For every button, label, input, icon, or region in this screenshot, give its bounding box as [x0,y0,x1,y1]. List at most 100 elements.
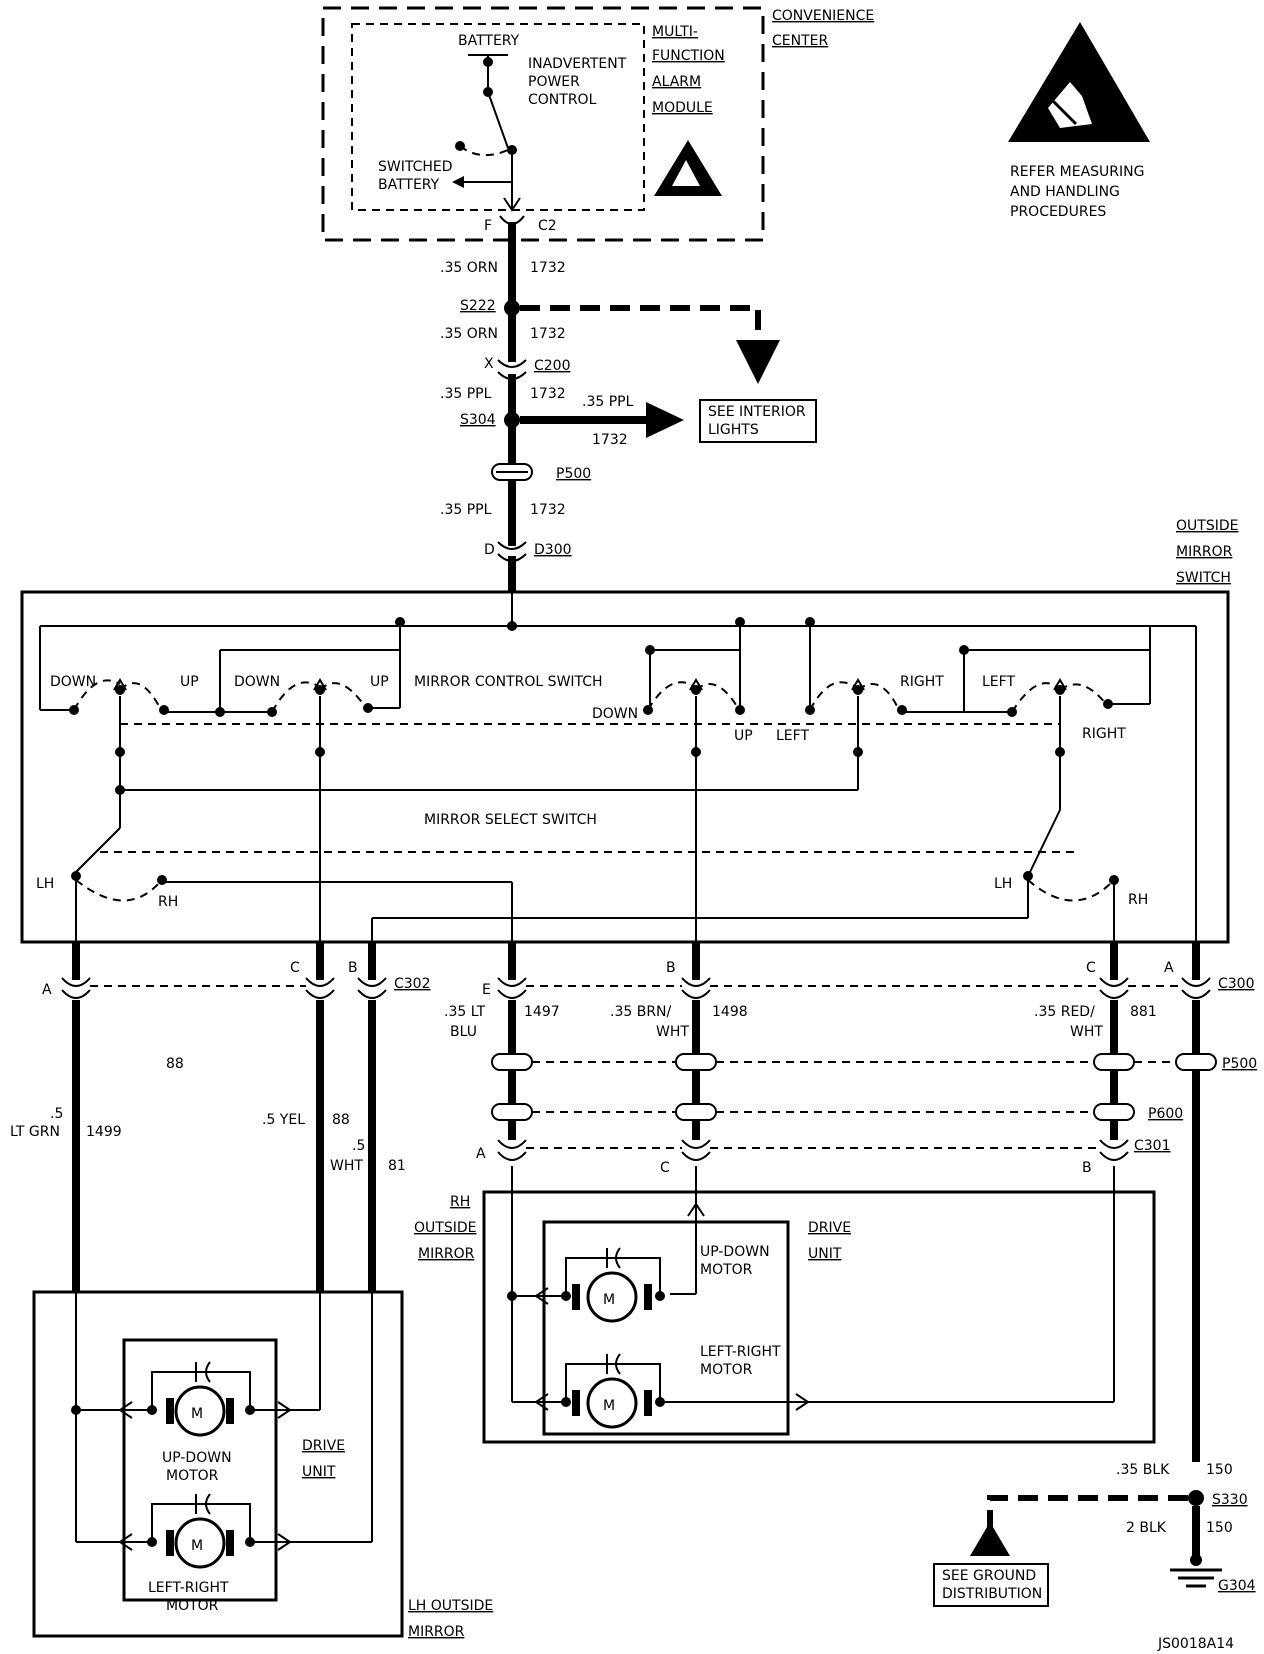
pin-label: C [290,960,300,976]
wire-gauge-label: .35 LT [444,1004,486,1020]
harness: A C B C302 88 .5 LT GRN 1499 .5 YEL 88 .… [10,942,1257,1462]
see-ground-distribution-box [933,1563,1049,1607]
circuit-number-label: 881 [1130,1004,1157,1020]
switch-position-label: DOWN [50,674,96,690]
circuit-number-label: 1732 [530,326,566,342]
circuit-number-label: 150 [1206,1462,1233,1478]
pin-label: B [1082,1160,1092,1176]
motor-label: LEFT-RIGHT [700,1344,781,1360]
see-interior-lights-label: SEE INTERIOR [708,404,806,420]
circuit-number-label: 1732 [592,432,628,448]
circuit-number-label: 1497 [524,1004,560,1020]
select-position-label: LH [36,876,54,892]
motor-icon [174,1517,226,1569]
wire-gauge-label: .5 YEL [262,1112,305,1128]
pin-label: A [42,982,52,998]
pin-label: A [1164,960,1174,976]
wire-gauge-label: WHT [1070,1024,1103,1040]
motor-symbol: M [191,1406,203,1422]
connector-label: C302 [394,976,431,992]
module-label: MULTI- [652,24,698,40]
circuit-number-label: 88 [166,1056,184,1072]
esd-notice-text: PROCEDURES [1010,204,1106,220]
switch-position-label: DOWN [592,706,638,722]
splice-s222 [504,300,520,316]
inadvertent-power-label: CONTROL [528,92,597,108]
pin-label: X [484,356,494,372]
splice-label: S304 [460,412,496,428]
motor-symbol: M [603,1398,615,1414]
pin-label: D [484,542,495,558]
switch-label: OUTSIDE [1176,518,1238,534]
rh-mirror-label: MIRROR [418,1246,475,1262]
pin-label: F [484,218,492,234]
motor-label: UP-DOWN [162,1450,232,1466]
switch-position-label: LEFT [776,728,809,744]
up-down-motor: M [561,1247,665,1323]
lh-mirror-label: MIRROR [408,1624,465,1640]
select-position-label: RH [1128,892,1148,908]
switch-label: MIRROR [1176,544,1233,560]
convenience-center: CONVENIENCE CENTER BATTERY INADVERTENT P… [321,6,874,242]
switch-position-label: DOWN [234,674,280,690]
module-label: MODULE [652,100,713,116]
circuit-number-label: 81 [388,1158,406,1174]
motor-label: MOTOR [166,1468,219,1484]
connector-label: D300 [534,542,572,558]
circuit-number-label: 1499 [86,1124,122,1140]
wire-gauge-label: .35 RED/ [1034,1004,1095,1020]
left-right-motor: M [561,1353,665,1429]
circuit-number-label: 1732 [530,502,566,518]
battery-label: BATTERY [458,33,520,49]
ground-label: G304 [1218,1578,1256,1594]
esd-notice-text: REFER MEASURING [1010,164,1144,180]
connector-label: P500 [556,466,591,482]
wire-gauge-label: .35 BLK [1116,1462,1170,1478]
switch-position-label: UP [370,674,389,690]
connector-label: C200 [534,358,571,374]
wire-gauge-label: .35 PPL [582,394,634,410]
motor-label: MOTOR [700,1362,753,1378]
connector-label: C300 [1218,976,1255,992]
splice-label: S330 [1212,1492,1248,1508]
ground-circuit: .35 BLK 150 S330 SEE GROUND DISTRIBUTION… [933,1462,1256,1607]
connector-label: P500 [1222,1056,1257,1072]
inadvertent-power-label: INADVERTENT [528,56,627,72]
lh-outside-mirror: LH OUTSIDE MIRROR DRIVE UNIT M UP-DOWN M… [32,1290,493,1640]
circuit-number-label: 150 [1206,1520,1233,1536]
module-label: FUNCTION [652,48,725,64]
connector-label: C301 [1134,1138,1171,1154]
see-ground-label: DISTRIBUTION [942,1586,1042,1602]
esd-small-icon [654,140,722,196]
motor-icon [174,1385,226,1437]
see-ground-label: SEE GROUND [942,1568,1036,1584]
pin-label: A [476,1146,486,1162]
wire-gauge-label: .35 ORN [440,260,498,276]
splice-label: S222 [460,298,496,314]
convenience-center-label: CONVENIENCE [772,8,874,24]
switch-position-label: RIGHT [900,674,944,690]
wire-gauge-label: LT GRN [10,1124,60,1140]
motor-icon [586,1271,638,1323]
convenience-center-label: CENTER [772,33,828,49]
motor-label: MOTOR [700,1262,753,1278]
wire-gauge-label: .5 [352,1138,365,1154]
arrow-down-icon [736,340,780,384]
wire-gauge-label: 2 BLK [1126,1520,1167,1536]
switch-label: SWITCH [1176,570,1231,586]
motor-label: LEFT-RIGHT [148,1580,229,1596]
left-right-motor: M [147,1493,255,1569]
pin-label: B [666,960,676,976]
select-position-label: RH [158,894,178,910]
up-down-motor: M [147,1361,255,1437]
esd-warning-icon [1008,22,1150,142]
wire-gauge-label: .5 [50,1106,63,1122]
module-label: ALARM [652,74,701,90]
ground-icon [1170,1568,1222,1588]
motor-symbol: M [191,1538,203,1554]
motor-symbol: M [603,1292,615,1308]
figure-id: JS0018A14 [1157,1636,1234,1652]
wire-gauge-label: WHT [656,1024,689,1040]
wire-gauge-label: .35 ORN [440,326,498,342]
